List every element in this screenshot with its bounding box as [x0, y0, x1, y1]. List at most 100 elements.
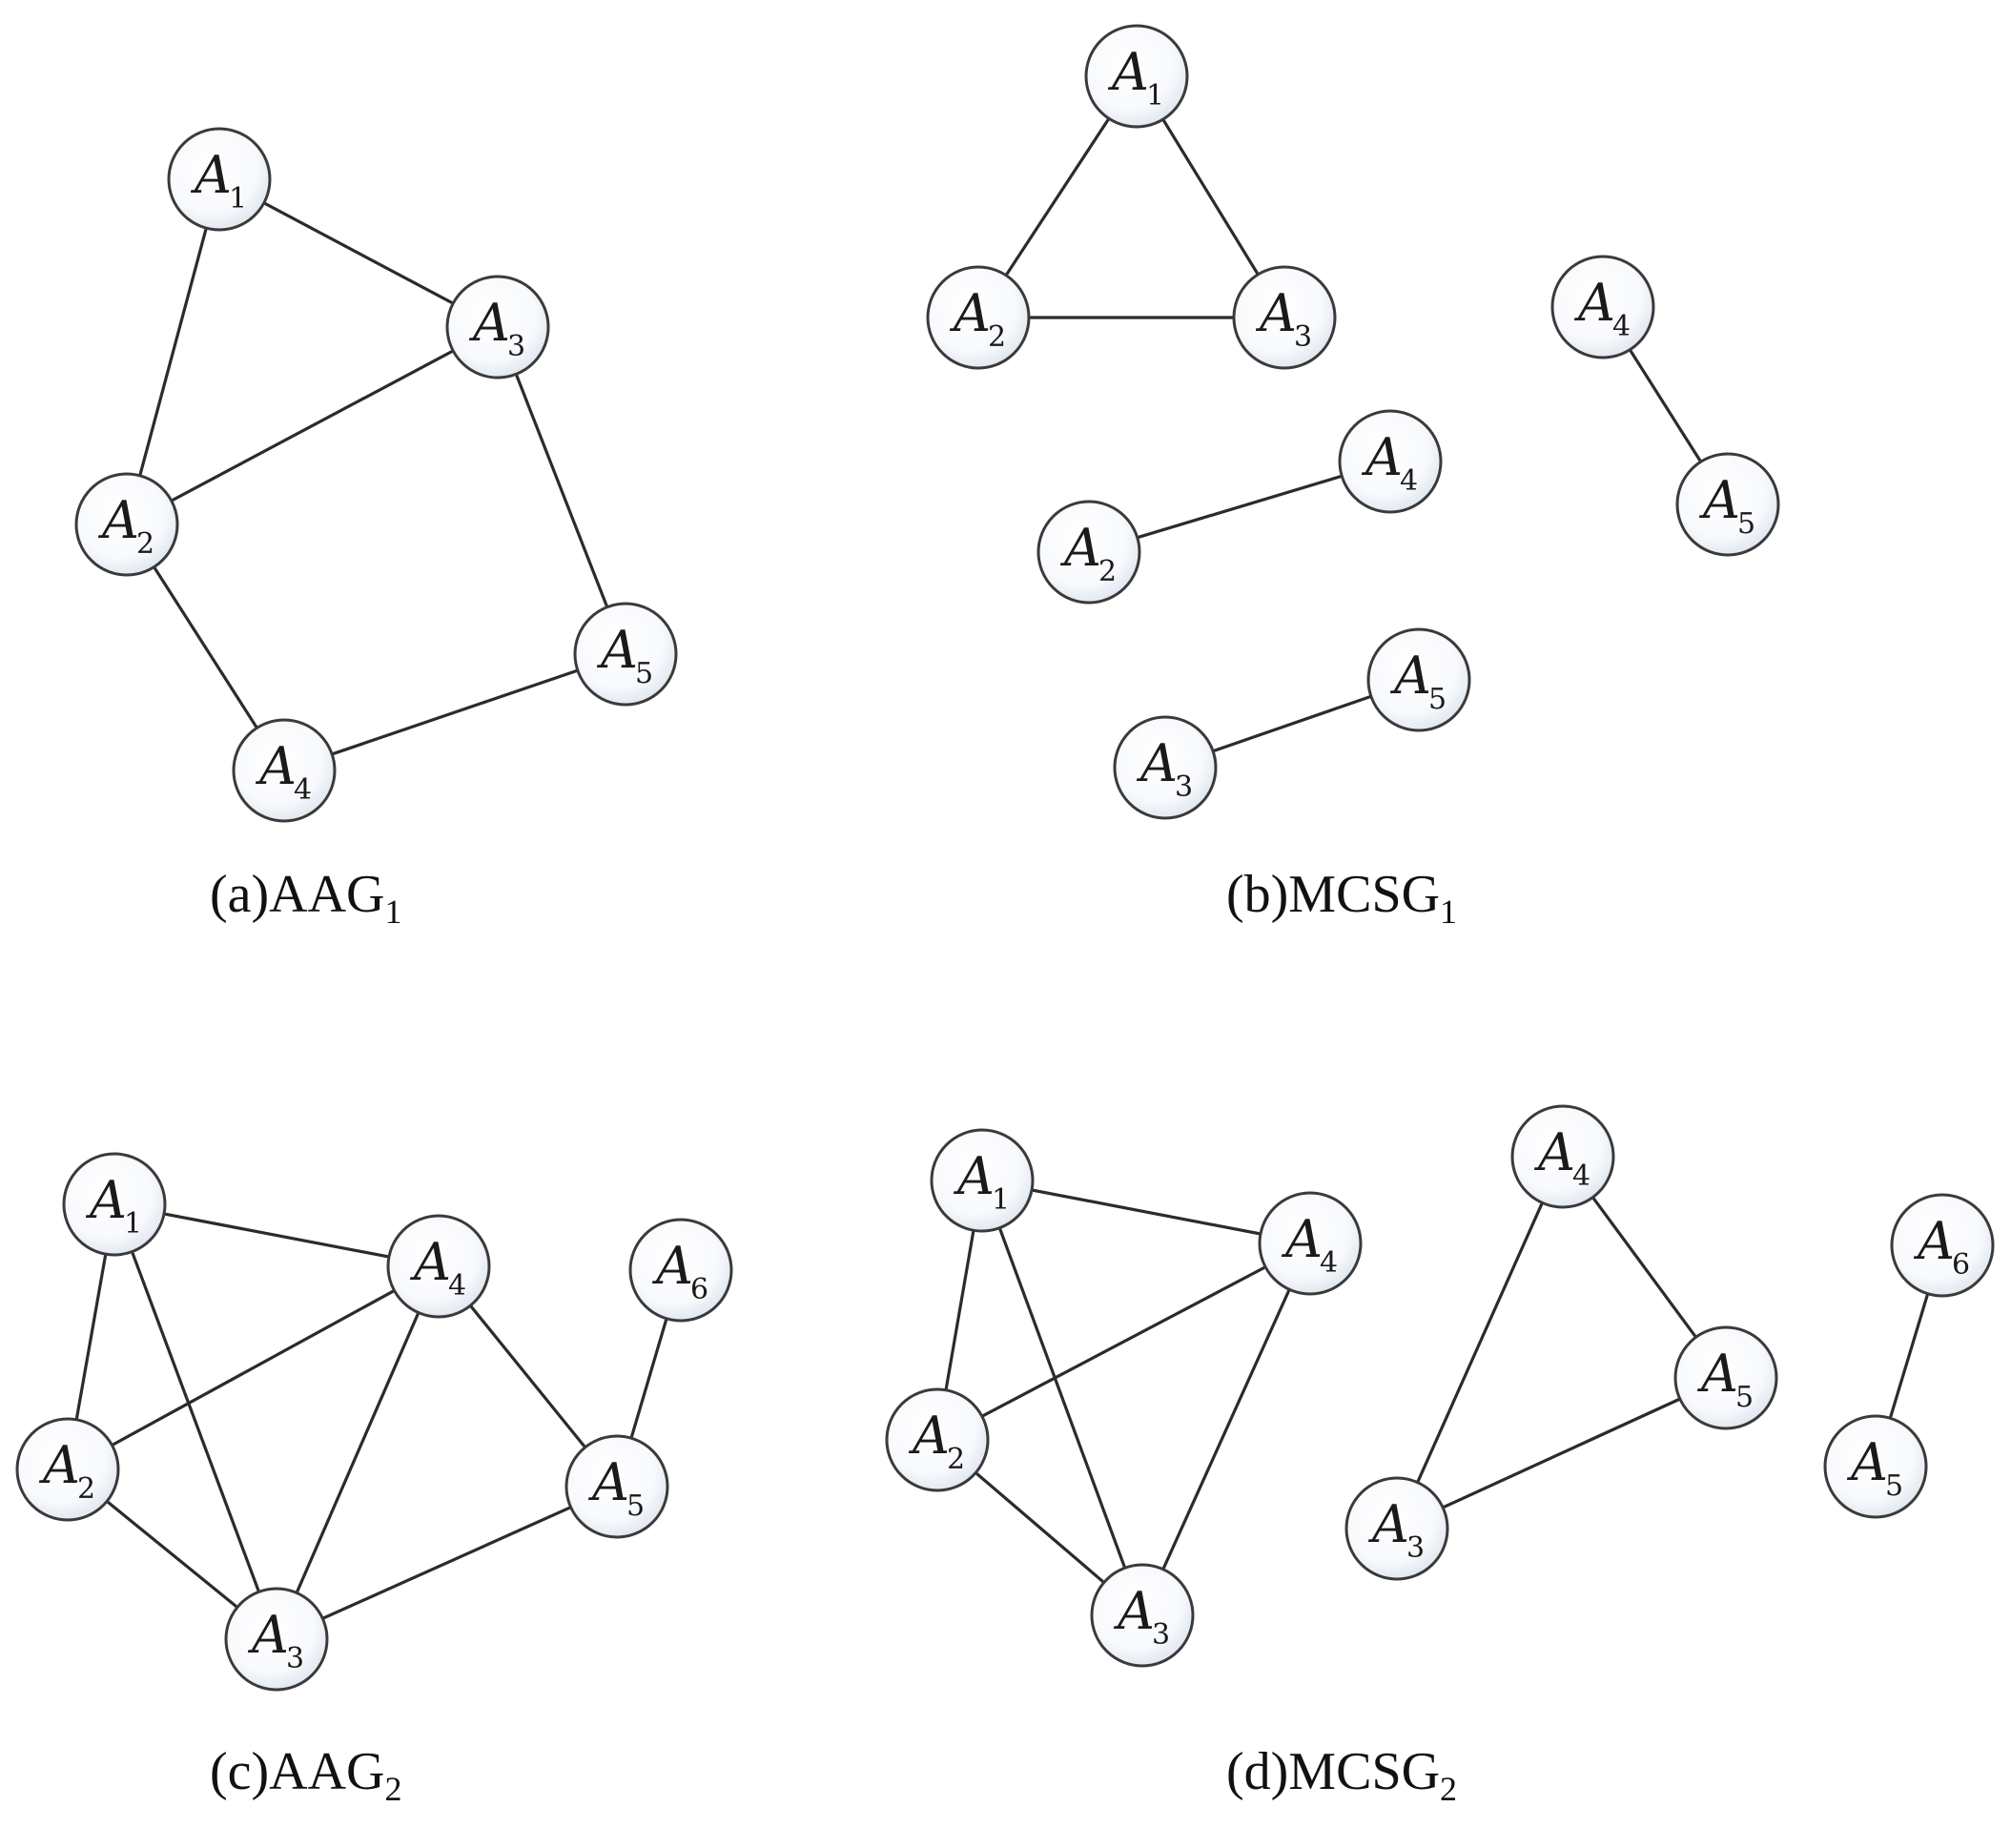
node-label: A: [468, 293, 510, 353]
node-a-A1: A1: [167, 127, 272, 232]
node-c-A6: A6: [628, 1218, 733, 1323]
node-label: A: [1059, 518, 1101, 578]
node-subscript: 2: [947, 1443, 965, 1476]
node-circle: [74, 472, 179, 577]
node-subscript: 3: [1406, 1531, 1425, 1565]
node-label: A: [247, 1605, 289, 1665]
node-circle: [1344, 1476, 1449, 1581]
node-label: A: [1281, 1209, 1323, 1269]
node-subscript: 3: [507, 330, 525, 363]
caption-text: (d)MCSG: [1226, 1742, 1440, 1801]
node-label: A: [1113, 1581, 1155, 1641]
node-label: A: [1696, 1344, 1738, 1404]
node-label: A: [587, 1452, 629, 1512]
node-subscript: 3: [1175, 770, 1193, 804]
caption-a: (a)AAG1: [210, 865, 401, 931]
node-subscript: 5: [1885, 1469, 1903, 1503]
node-circle: [1232, 265, 1337, 370]
node-circle: [445, 275, 550, 380]
edge-d-A3b-d-A5: [1396, 1376, 1727, 1530]
node-circle: [1550, 255, 1655, 359]
caption-b: (b)MCSG1: [1226, 865, 1457, 931]
node-subscript: 1: [229, 182, 247, 216]
node-c-A3: A3: [224, 1587, 329, 1692]
edge-c-A1-c-A4: [113, 1202, 440, 1268]
node-subscript: 3: [1152, 1618, 1170, 1652]
node-circle: [1673, 1325, 1778, 1430]
node-label: A: [1389, 646, 1431, 706]
node-label: A: [38, 1435, 80, 1495]
node-a-A4: A4: [232, 718, 337, 823]
node-b-A2b: A2: [1036, 500, 1141, 605]
node-d-A3: A3: [1090, 1563, 1195, 1668]
caption-text: (b)MCSG: [1226, 865, 1440, 924]
node-circle: [1366, 627, 1471, 732]
node-label: A: [949, 283, 991, 343]
node-subscript: 5: [1428, 683, 1447, 716]
node-subscript: 4: [448, 1269, 466, 1303]
node-d-A1: A1: [930, 1128, 1035, 1233]
node-label: A: [1107, 42, 1149, 102]
node-d-A4b: A4: [1510, 1104, 1615, 1209]
node-subscript: 3: [1294, 320, 1312, 354]
node-c-A2: A2: [15, 1417, 120, 1522]
node-label: A: [1361, 427, 1403, 487]
node-subscript: 2: [77, 1472, 95, 1506]
node-label: A: [1367, 1494, 1409, 1554]
node-circle: [232, 718, 337, 823]
edge-d-A1-d-A4: [981, 1179, 1311, 1245]
node-label: A: [1136, 733, 1178, 793]
node-circle: [628, 1218, 733, 1323]
node-subscript: 4: [1572, 1160, 1590, 1193]
node-a-A5: A5: [573, 602, 678, 707]
node-subscript: 3: [286, 1642, 304, 1675]
node-circle: [1338, 409, 1443, 514]
node-a-A3: A3: [445, 275, 550, 380]
node-b-A2: A2: [926, 265, 1031, 370]
node-a-A2: A2: [74, 472, 179, 577]
node-circle: [930, 1128, 1035, 1233]
edge-d-A1-d-A3: [980, 1180, 1144, 1616]
edge-d-A4-d-A3: [1140, 1242, 1312, 1616]
node-label: A: [1255, 283, 1297, 343]
node-subscript: 1: [992, 1183, 1010, 1217]
edge-d-A4b-d-A3b: [1395, 1156, 1565, 1530]
edge-a-A2-a-A3: [126, 325, 499, 526]
node-subscript: 5: [1735, 1381, 1754, 1414]
node-b-A5b: A5: [1366, 627, 1471, 732]
node-d-A3b: A3: [1344, 1476, 1449, 1581]
node-subscript: 2: [136, 527, 154, 561]
node-label: A: [1913, 1211, 1955, 1271]
node-c-A5: A5: [564, 1434, 669, 1539]
node-c-A4: A4: [386, 1214, 491, 1319]
node-circle: [1675, 452, 1780, 557]
node-b-A4a: A4: [1550, 255, 1655, 359]
node-label: A: [651, 1236, 693, 1296]
node-label: A: [97, 490, 139, 550]
node-label: A: [85, 1170, 127, 1230]
node-subscript: 6: [1952, 1248, 1970, 1282]
node-subscript: 1: [124, 1207, 142, 1241]
node-circle: [167, 127, 272, 232]
node-circle: [386, 1214, 491, 1319]
node-b-A3: A3: [1232, 265, 1337, 370]
edge-a-A3-a-A5: [496, 326, 627, 655]
node-label: A: [1573, 273, 1615, 333]
node-d-A2: A2: [885, 1387, 990, 1492]
node-c-A1: A1: [62, 1152, 167, 1257]
node-circle: [573, 602, 678, 707]
edge-a-A4-a-A5: [283, 652, 626, 772]
edge-b-A2b-b-A4b: [1088, 460, 1391, 554]
caption-subscript: 1: [384, 893, 401, 931]
node-label: A: [596, 620, 638, 680]
node-subscript: 4: [1612, 310, 1631, 343]
node-subscript: 5: [626, 1489, 645, 1523]
node-label: A: [953, 1146, 995, 1206]
node-label: A: [255, 736, 297, 796]
node-d-A5b: A5: [1823, 1414, 1928, 1519]
node-label: A: [1533, 1122, 1575, 1182]
caption-subscript: 2: [1440, 1770, 1457, 1808]
node-b-A5a: A5: [1675, 452, 1780, 557]
node-subscript: 2: [988, 320, 1006, 354]
